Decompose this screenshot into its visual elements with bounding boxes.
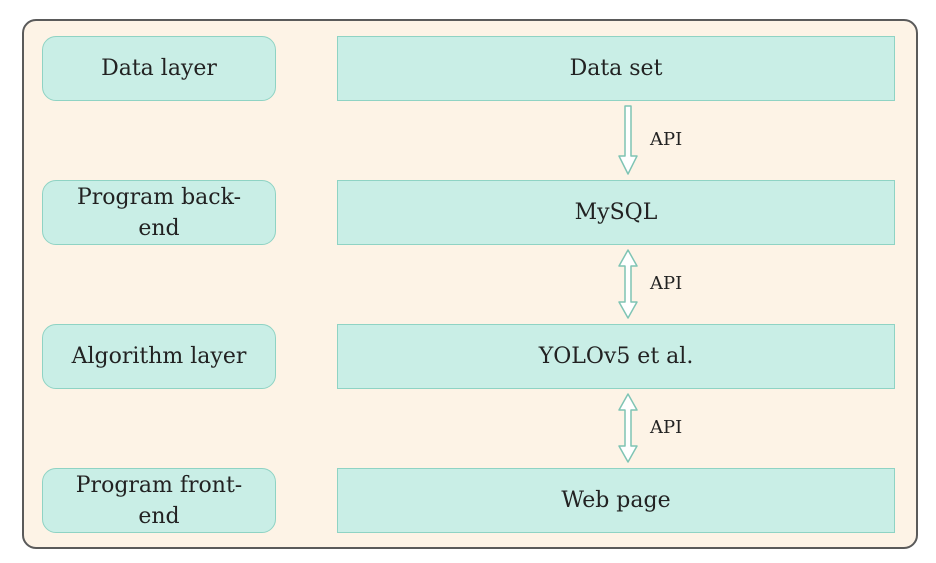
component-label: YOLOv5 et al. bbox=[538, 344, 694, 369]
double-arrow-icon bbox=[618, 249, 638, 319]
down-arrow-icon bbox=[618, 105, 638, 175]
component-box-data-set: Data set bbox=[337, 36, 895, 101]
diagram-frame bbox=[22, 19, 918, 549]
layer-box-data: Data layer bbox=[42, 36, 276, 101]
component-box-yolov5: YOLOv5 et al. bbox=[337, 324, 895, 389]
component-box-mysql: MySQL bbox=[337, 180, 895, 245]
layer-label: Program front-end bbox=[75, 472, 243, 529]
layer-box-front-end: Program front-end bbox=[42, 468, 276, 533]
layer-box-algorithm: Algorithm layer bbox=[42, 324, 276, 389]
component-box-web-page: Web page bbox=[337, 468, 895, 533]
connector-label: API bbox=[650, 273, 683, 294]
connector-label: API bbox=[650, 417, 683, 438]
component-label: MySQL bbox=[574, 200, 658, 225]
layer-label: Data layer bbox=[101, 56, 217, 81]
layer-label: Algorithm layer bbox=[71, 344, 247, 369]
layer-box-back-end: Program back-end bbox=[42, 180, 276, 245]
component-label: Data set bbox=[569, 56, 663, 81]
layer-label: Program back-end bbox=[76, 184, 242, 241]
double-arrow-icon bbox=[618, 393, 638, 463]
connector-label: API bbox=[650, 129, 683, 150]
component-label: Web page bbox=[561, 488, 671, 513]
